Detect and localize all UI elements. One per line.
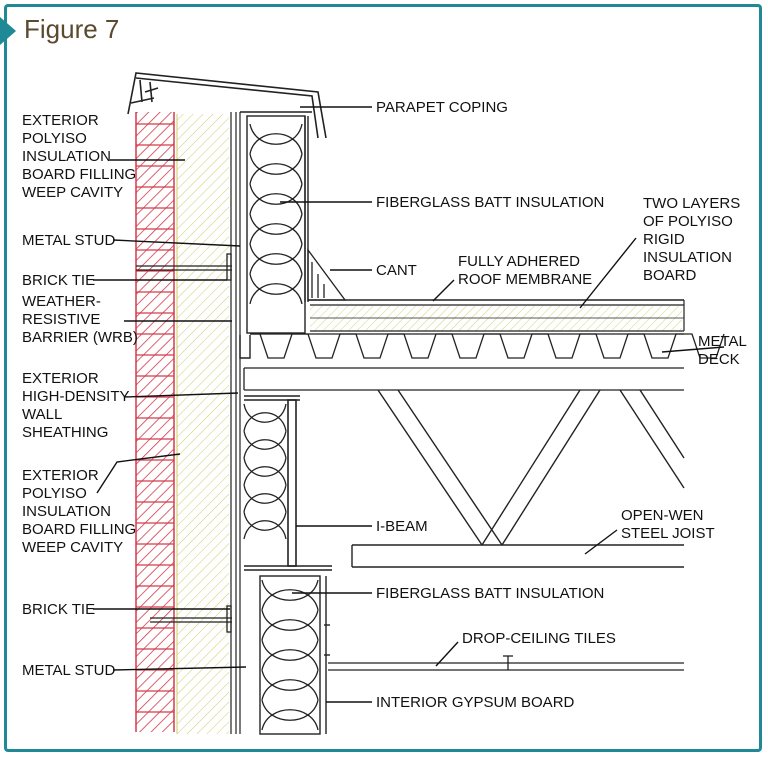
wall-sheathing — [230, 112, 241, 734]
lower-stud-wall — [259, 575, 330, 735]
label-steel-joist: OPEN-WEN STEEL JOIST — [621, 507, 715, 542]
label-exterior-polyiso-bottom: EXTERIOR POLYISO INSULATION BOARD FILLIN… — [22, 467, 140, 556]
label-cant: CANT — [376, 262, 417, 279]
figure-frame — [4, 4, 762, 752]
label-fiberglass-bottom: FIBERGLASS BATT INSULATION — [376, 585, 604, 602]
label-parapet-coping: PARAPET COPING — [376, 99, 508, 116]
roof-assembly — [308, 299, 685, 332]
label-sheathing: EXTERIOR HIGH-DENSITY WALL SHEATHING — [22, 370, 133, 441]
label-metal-stud-bottom: METAL STUD — [22, 662, 116, 679]
label-brick-tie-top: BRICK TIE — [22, 272, 95, 289]
metal-deck — [250, 333, 725, 359]
fiberglass-batt-insulation-lower — [261, 579, 319, 731]
label-exterior-polyiso-top: EXTERIOR POLYISO INSULATION BOARD FILLIN… — [22, 112, 140, 201]
parapet-coping — [127, 72, 327, 139]
label-roof-membrane: FULLY ADHERED ROOF MEMBRANE — [458, 253, 592, 288]
brick-ties — [136, 253, 232, 633]
label-two-layers-polyiso: TWO LAYERS OF POLYISO RIGID INSULATION B… — [643, 195, 744, 284]
figure-marker-icon — [0, 17, 16, 45]
label-metal-deck: METAL DECK — [698, 333, 751, 368]
label-i-beam: I-BEAM — [376, 518, 428, 535]
cant-strip — [307, 248, 347, 301]
i-beam — [244, 395, 332, 571]
drop-ceiling — [328, 655, 684, 671]
bearing-plate — [243, 367, 684, 391]
open-web-steel-joist — [351, 389, 685, 568]
label-gypsum-board: INTERIOR GYPSUM BOARD — [376, 694, 575, 711]
label-fiberglass-top: FIBERGLASS BATT INSULATION — [376, 194, 604, 211]
label-wrb: WEATHER- RESISTIVE BARRIER (WRB) — [22, 293, 138, 346]
label-metal-stud-top: METAL STUD — [22, 232, 116, 249]
leader-lines — [93, 106, 725, 703]
i-beam-insulation — [243, 403, 287, 540]
exterior-polyiso-insulation — [176, 114, 229, 734]
label-brick-tie-bottom: BRICK TIE — [22, 601, 95, 618]
figure-title: Figure 7 — [24, 14, 120, 44]
label-drop-ceiling: DROP-CEILING TILES — [462, 630, 616, 647]
fiberglass-batt-insulation-upper — [249, 123, 303, 305]
brick-veneer — [135, 112, 175, 732]
